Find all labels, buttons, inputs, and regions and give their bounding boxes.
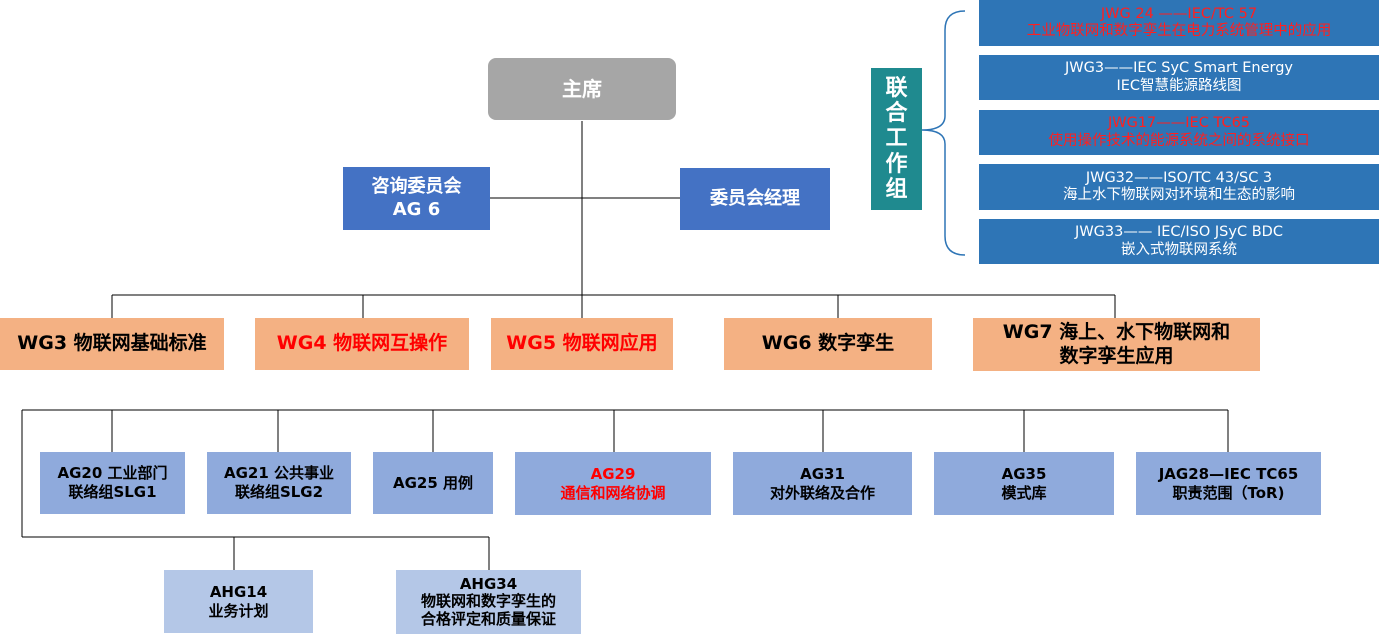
- ag20-box: AG20 工业部门 联络组SLG1: [40, 452, 185, 514]
- advisory-committee-code: AG 6: [392, 198, 441, 220]
- wg-label: WG7 海上、水下物联网和: [1002, 320, 1231, 343]
- ag21-box: AG21 公共事业 联络组SLG2: [207, 452, 351, 514]
- chair-label: 主席: [562, 76, 602, 101]
- ag-label: 模式库: [1001, 483, 1047, 502]
- jwg-title: 海上水下物联网对环境和生态的影响: [1063, 187, 1295, 203]
- joint-label-char: 联: [885, 75, 908, 101]
- jwg-33-box: JWG33—— IEC/ISO JSyC BDC 嵌入式物联网系统: [979, 219, 1379, 264]
- wg5-box: WG5 物联网应用: [491, 318, 673, 370]
- ag29-box: AG29 通信和网络协调: [515, 452, 711, 515]
- ag-label: 职责范围（ToR): [1172, 483, 1285, 502]
- jag28-box: JAG28—IEC TC65 职责范围（ToR): [1136, 452, 1321, 515]
- ag-label: 联络组SLG1: [68, 483, 157, 501]
- jwg-code: JWG33—— IEC/ISO JSyC BDC: [1075, 224, 1283, 241]
- ahg-label: AHG34: [459, 575, 518, 594]
- jwg-title: 工业物联网和数字孪生在电力系统管理中的应用: [1026, 23, 1332, 39]
- jwg-code: JWG 24 ——IEC/TC 57: [1100, 5, 1258, 22]
- ahg-label: AHG14: [209, 582, 268, 601]
- advisory-committee-box: 咨询委员会 AG 6: [343, 167, 490, 230]
- jwg-24-box: JWG 24 ——IEC/TC 57 工业物联网和数字孪生在电力系统管理中的应用: [979, 0, 1379, 46]
- ahg14-box: AHG14 业务计划: [164, 570, 313, 633]
- joint-label-char: 作: [885, 151, 908, 177]
- jwg-code: JWG3——IEC SyC Smart Energy: [1065, 60, 1293, 77]
- wg6-box: WG6 数字孪生: [724, 318, 932, 370]
- ag-label: AG29: [590, 464, 636, 483]
- wg3-box: WG3 物联网基础标准: [0, 318, 224, 370]
- joint-working-group-label: 联 合 工 作 组: [871, 68, 922, 210]
- ag35-box: AG35 模式库: [934, 452, 1114, 515]
- ag-label: AG21 公共事业: [223, 464, 335, 483]
- wg-label: WG5 物联网应用: [506, 332, 658, 355]
- jwg-32-box: JWG32——ISO/TC 43/SC 3 海上水下物联网对环境和生态的影响: [979, 164, 1379, 210]
- wg7-box: WG7 海上、水下物联网和 数字孪生应用: [973, 318, 1260, 371]
- wg4-box: WG4 物联网互操作: [255, 318, 469, 370]
- ag-label: 对外联络及合作: [769, 483, 875, 502]
- jwg-code: JWG32——ISO/TC 43/SC 3: [1085, 169, 1273, 186]
- ahg34-box: AHG34 物联网和数字孪生的 合格评定和质量保证: [396, 570, 581, 634]
- jwg-title: 使用操作技术的能源系统之间的系统接口: [1048, 132, 1310, 149]
- ahg-label: 物联网和数字孪生的: [420, 592, 556, 611]
- jwg-title: IEC智慧能源路线图: [1116, 77, 1242, 94]
- ag-label: 联络组SLG2: [234, 483, 324, 501]
- ag25-box: AG25 用例: [373, 452, 493, 514]
- advisory-committee-name: 咨询委员会: [371, 176, 462, 197]
- ag-label: AG20 工业部门: [57, 464, 168, 483]
- wg-label: 数字孪生应用: [1059, 344, 1174, 367]
- ag-label: 通信和网络协调: [560, 483, 666, 502]
- ag31-box: AG31 对外联络及合作: [733, 452, 912, 515]
- committee-manager-box: 委员会经理: [680, 168, 830, 230]
- jwg-title: 嵌入式物联网系统: [1121, 241, 1237, 258]
- wg-label: WG3 物联网基础标准: [17, 332, 207, 355]
- ag-label: AG35: [1001, 464, 1047, 483]
- jwg-17-box: JWG17——IEC TC65 使用操作技术的能源系统之间的系统接口: [979, 110, 1379, 155]
- ag-label: AG31: [800, 464, 845, 483]
- wg-label: WG6 数字孪生: [761, 332, 895, 355]
- ag-label: AG25 用例: [392, 473, 474, 492]
- joint-label-char: 合: [885, 101, 908, 127]
- ahg-label: 业务计划: [208, 601, 269, 620]
- chair-box: 主席: [488, 58, 676, 120]
- wg-label: WG4 物联网互操作: [276, 332, 448, 355]
- joint-label-char: 组: [885, 176, 908, 202]
- committee-manager-label: 委员会经理: [710, 187, 800, 209]
- jwg-code: JWG17——IEC TC65: [1107, 115, 1251, 132]
- jwg-3-box: JWG3——IEC SyC Smart Energy IEC智慧能源路线图: [979, 55, 1379, 100]
- joint-label-char: 工: [885, 126, 908, 152]
- ahg-label: 合格评定和质量保证: [420, 609, 556, 628]
- ag-label: JAG28—IEC TC65: [1158, 464, 1299, 483]
